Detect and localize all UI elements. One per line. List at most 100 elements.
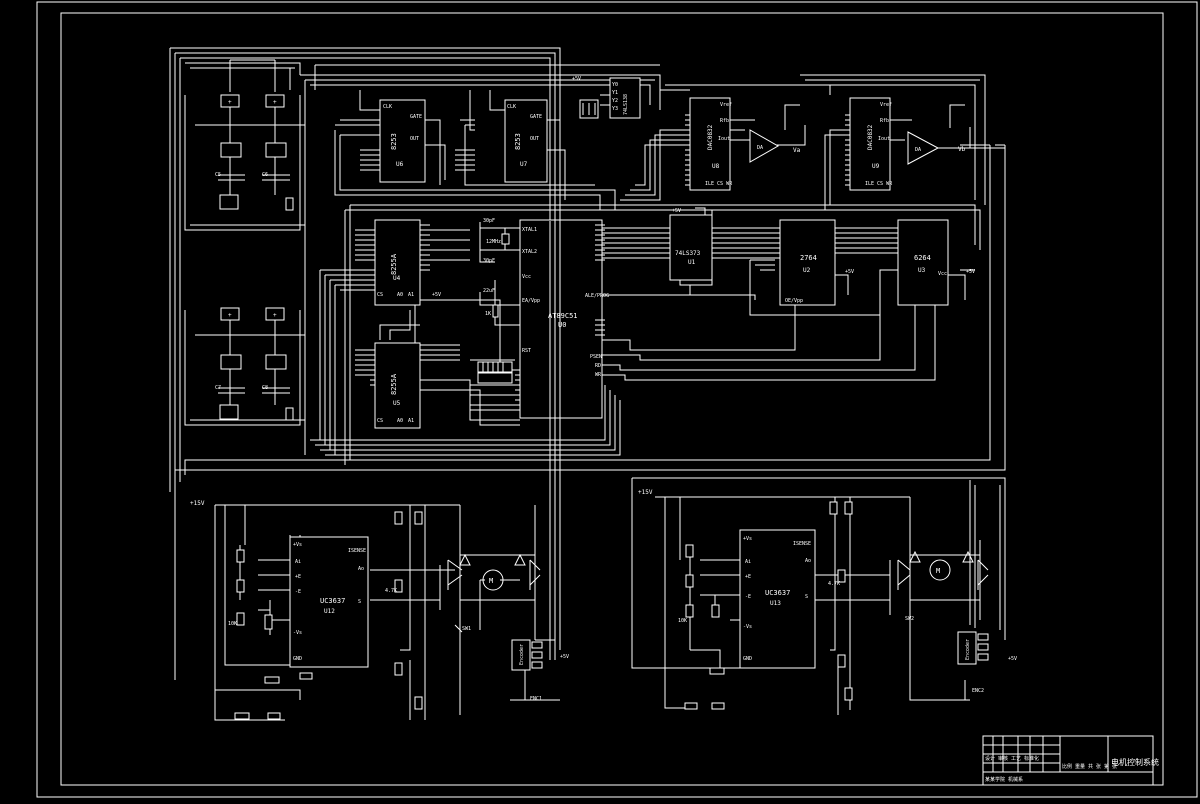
u5-ref: U5	[393, 400, 401, 407]
u9-iout: Iout	[878, 136, 890, 142]
u0-xtal1: XTAL1	[522, 227, 537, 233]
res-rst-label: 1K	[485, 311, 491, 317]
inner-frame	[60, 12, 1164, 786]
chip-at89c51-u0: AT89C51 U0 XTAL1 XTAL2 Vcc EA/Vpp RST AL…	[515, 219, 609, 419]
u13-vs: +Vs	[743, 536, 752, 542]
u7-pin-out: OUT	[530, 136, 539, 142]
opamp-b: DA Vb	[907, 131, 966, 165]
u12-gnd: GND	[293, 656, 302, 662]
u3-ref: U3	[918, 267, 926, 274]
u6-pin-clk: CLK	[383, 104, 392, 110]
u8-ref: U8	[712, 163, 720, 170]
u4-a1: A1	[408, 292, 414, 298]
u2-vcc: +5V	[845, 269, 854, 275]
crystal-label: 12MHz	[486, 239, 501, 245]
enc-b-ref: ENC2	[972, 688, 984, 694]
u5-name: 8255A	[390, 373, 398, 395]
cap-a-label: 30pF	[483, 218, 495, 224]
title-block-row-c: 某某学院 机械系	[985, 776, 1023, 783]
u12-e-plus: +E	[295, 574, 301, 580]
u13-isense: ISENSE	[793, 541, 811, 547]
u6-pin-out: OUT	[410, 136, 419, 142]
svg-text:+: +	[228, 99, 232, 106]
opamp-a: DA Va	[749, 129, 801, 163]
sw-a-label: SW1	[462, 626, 471, 632]
chip-74ls138: Y0 Y1 Y2 Y3 74LS138 +5V	[572, 76, 641, 119]
u8-sub: ILE CS WR	[705, 181, 733, 187]
u6-pin-gate: GATE	[410, 114, 422, 120]
dec-y2: Y2	[612, 98, 618, 104]
svg-text:+: +	[228, 312, 232, 319]
chip-6264-u3: 6264 U3 Vcc +5V	[897, 219, 975, 306]
u7-name: 8253	[514, 133, 522, 150]
enc-a-vcc: +5V	[560, 654, 569, 660]
dec-name: 74LS138	[623, 94, 629, 115]
opamp-b-out: Vb	[958, 146, 966, 153]
u9-rfb: Rfb	[880, 118, 889, 124]
u1-vcc: +5V	[672, 208, 681, 214]
u9-vref: Vref	[880, 102, 892, 108]
u5-a1: A1	[408, 418, 414, 424]
u13-gnd: GND	[743, 656, 752, 662]
title-block-row-a: 设计 审核 工艺 标准化	[985, 755, 1039, 762]
u0-name: AT89C51	[548, 312, 578, 320]
dec-y1: Y1	[612, 90, 618, 96]
u3-vcc-pin: Vcc	[938, 271, 947, 277]
u12-vs-minus: -Vs	[293, 630, 302, 636]
u8-name: DAC0832	[707, 124, 714, 150]
u7-ref: U7	[520, 161, 528, 168]
u6-ref: U6	[396, 161, 404, 168]
u0-psen: PSEN	[590, 354, 602, 360]
enc-b-name: Encoder	[965, 639, 971, 660]
u4-vcc: +5V	[432, 292, 441, 298]
opamp-a-out: Va	[793, 147, 801, 154]
enc-a-ref: ENC1	[530, 696, 542, 702]
u13-e-plus: +E	[745, 574, 751, 580]
svg-text:DA: DA	[915, 147, 921, 153]
u12-e-minus: -E	[295, 589, 301, 595]
u0-vcc: Vcc	[522, 274, 531, 280]
u9-name: DAC0832	[867, 124, 874, 150]
u9-sub: ILE CS WR	[865, 181, 893, 187]
u12-s: S	[358, 599, 361, 605]
res-a-label: 10K	[228, 621, 237, 627]
cap-c-label: 22uF	[483, 288, 495, 294]
chip-2764-u2: 2764 U2 OE/Vpp +5V	[779, 219, 854, 306]
u3-name: 6264	[914, 254, 931, 262]
logic-wiring	[169, 47, 1006, 680]
u4-a0: A0	[397, 292, 403, 298]
dec-vcc: +5V	[572, 76, 581, 82]
u12-ai: Ai	[295, 559, 301, 565]
motor-a-label: M	[489, 577, 493, 585]
drive-circuit-left: UC3637 U12 +Vs Ai Ao +E -E S -Vs ISENSE …	[190, 215, 569, 721]
res-b-label: 10K	[678, 618, 687, 624]
chip-dac0832-u8: DAC0832 U8 ILE CS WR Vref Rfb Iout	[685, 97, 733, 191]
svg-text:+: +	[273, 312, 277, 319]
u1-ref: U1	[688, 259, 696, 266]
u12-name: UC3637	[320, 597, 345, 605]
chip-74ls373-u1: 74LS373 U1 +5V	[669, 207, 713, 281]
chip-8253-u7: 8253 U7 CLK GATE OUT	[504, 99, 548, 183]
title-block-title: 电机控制系统	[1111, 757, 1159, 767]
u13-name: UC3637	[765, 589, 790, 597]
u4-ref: U4	[393, 275, 401, 282]
supply-a-label: +15V	[190, 500, 205, 507]
u13-s: S	[805, 594, 808, 600]
dec-y0: Y0	[612, 82, 618, 88]
u1-name: 74LS373	[675, 250, 701, 257]
u5-a0: A0	[397, 418, 403, 424]
title-block: 电机控制系统 设计 审核 工艺 标准化 比例 重量 共 张 第 张 某某学院 机…	[982, 735, 1159, 786]
svg-text:C8: C8	[262, 385, 268, 391]
u12-ref: U12	[324, 608, 335, 615]
dec-y3: Y3	[612, 106, 618, 112]
svg-text:C6: C6	[262, 172, 268, 178]
res-d-label: 4.7K	[828, 581, 840, 587]
u0-ea: EA/Vpp	[522, 298, 540, 304]
supply-b-label: +15V	[638, 489, 653, 496]
u4-cs: CS	[377, 292, 383, 298]
chip-8255a-u5: 8255A U5 CS A0 A1	[370, 342, 421, 429]
drive-circuit-right: UC3637 U13 +Vs Ai Ao +E -E S -Vs ISENSE …	[631, 477, 1017, 715]
